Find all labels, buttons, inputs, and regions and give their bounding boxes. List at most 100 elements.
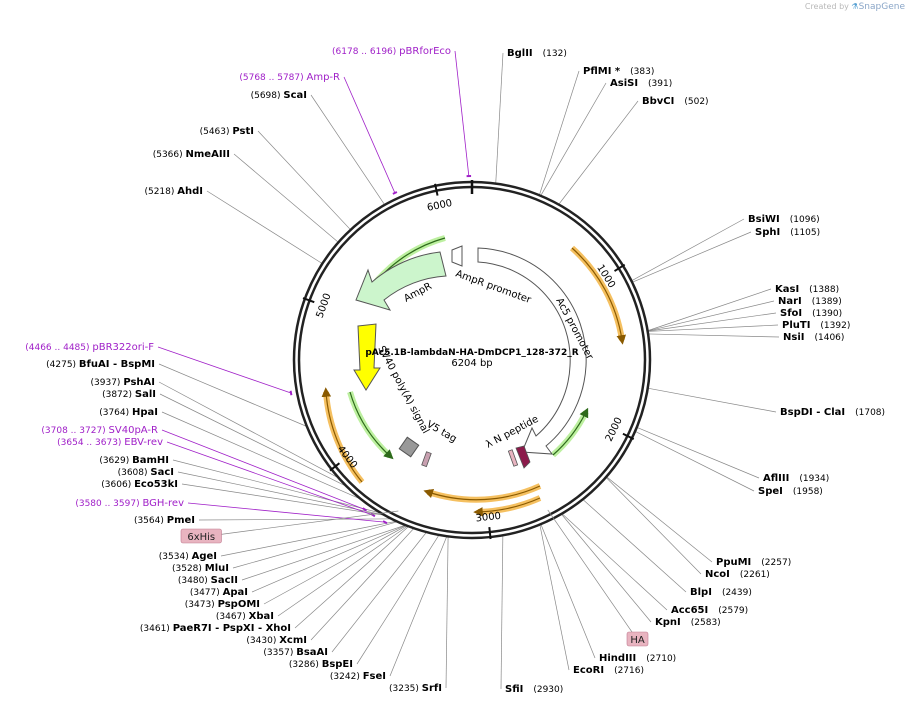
site-position: (1105) bbox=[790, 228, 820, 238]
site-leader-line bbox=[540, 82, 607, 196]
site-name: AhdI bbox=[177, 186, 203, 197]
site-name: NarI bbox=[778, 296, 802, 307]
restriction-site-label: SpeI(1958) bbox=[758, 486, 823, 497]
site-name: SfoI bbox=[780, 308, 802, 319]
primer-label: (3654 .. 3673) EBV-rev bbox=[57, 437, 163, 448]
site-leader-line bbox=[172, 459, 382, 514]
restriction-site-label: HindIII(2710) bbox=[599, 653, 676, 664]
restriction-site-label: (3467) XbaI bbox=[216, 611, 274, 622]
site-leader-line bbox=[158, 381, 339, 479]
site-leader-line bbox=[158, 363, 308, 427]
site-position: (2710) bbox=[646, 654, 676, 664]
site-name: MluI bbox=[205, 563, 229, 574]
primer-mark bbox=[392, 191, 398, 195]
site-name: SalI bbox=[135, 389, 156, 400]
primer-label: (3580 .. 3597) BGH-rev bbox=[75, 498, 184, 509]
site-leader-line bbox=[263, 525, 407, 605]
site-leader-line bbox=[277, 525, 408, 617]
site-leader-line bbox=[206, 190, 323, 264]
site-position: (2583) bbox=[691, 618, 721, 628]
site-leader-line bbox=[233, 153, 339, 243]
site-position: (2716) bbox=[614, 666, 644, 676]
site-position: (3477) bbox=[190, 588, 223, 598]
restriction-site-label: Acc65I(2579) bbox=[671, 605, 748, 616]
sv40-polya-feature bbox=[353, 323, 381, 391]
tick-mark bbox=[434, 183, 439, 196]
leader-lines bbox=[158, 52, 780, 690]
restriction-site-label: (3937) PshAI bbox=[91, 377, 155, 388]
restriction-site-label: PluTI(1392) bbox=[782, 320, 850, 331]
site-leader-line bbox=[389, 536, 448, 677]
tick-label: 4000 bbox=[335, 444, 359, 471]
restriction-site-label: (3286) BspEI bbox=[289, 659, 353, 670]
site-position: (5218) bbox=[144, 187, 177, 197]
site-position: (3235) bbox=[389, 684, 422, 694]
site-position: (3242) bbox=[330, 672, 363, 682]
restriction-site-label: (3357) BsaAI bbox=[263, 647, 328, 658]
site-position: (1406) bbox=[814, 333, 844, 343]
site-name: BsiWI bbox=[748, 214, 780, 225]
v5-tag-label: V5 tag bbox=[425, 419, 459, 445]
site-name: PmeI bbox=[167, 515, 195, 526]
site-name: ApaI bbox=[223, 587, 248, 598]
restriction-site-label: SfiI(2930) bbox=[505, 684, 563, 695]
site-leader-line bbox=[198, 518, 392, 521]
site-name: SacI bbox=[150, 467, 174, 478]
snapgene-logo-icon: ⚗ bbox=[851, 2, 859, 11]
site-leader-line bbox=[356, 534, 440, 665]
site-name: PluTI bbox=[782, 320, 810, 331]
site-leader-line bbox=[310, 94, 386, 206]
site-name: PshAI bbox=[123, 377, 155, 388]
restriction-site-label: (3608) SacI bbox=[118, 467, 174, 478]
site-position: (1708) bbox=[855, 408, 885, 418]
tick-mark bbox=[622, 432, 635, 440]
primer-position: (6178 .. 6196) bbox=[332, 47, 399, 57]
restriction-site-label: BsiWI(1096) bbox=[748, 214, 820, 225]
site-position: (3937) bbox=[91, 378, 124, 388]
site-name: XcmI bbox=[279, 635, 307, 646]
site-leader-line bbox=[251, 524, 407, 593]
site-position: (5366) bbox=[153, 150, 186, 160]
tick-mark bbox=[488, 527, 492, 540]
site-leader-line bbox=[495, 52, 504, 184]
restriction-site-label: NsiI (1406) bbox=[783, 332, 844, 343]
site-name: BamHI bbox=[132, 455, 169, 466]
restriction-site-label: PpuMI(2257) bbox=[716, 557, 791, 568]
primer-leader-line bbox=[157, 346, 292, 394]
site-name: SpeI bbox=[758, 486, 783, 497]
site-leader-line bbox=[294, 526, 409, 629]
site-name: NmeAIII bbox=[186, 149, 230, 160]
site-leader-line bbox=[540, 524, 596, 659]
tag-box bbox=[626, 631, 649, 647]
site-position: (1390) bbox=[812, 309, 842, 319]
site-position: (3467) bbox=[216, 612, 249, 622]
tick-label: 2000 bbox=[604, 416, 625, 444]
tick-label: 6000 bbox=[426, 198, 453, 214]
site-position: (3480) bbox=[178, 576, 211, 586]
site-name: NsiI bbox=[783, 332, 804, 343]
plasmid-size: 6204 bp bbox=[451, 358, 492, 369]
site-position: (2439) bbox=[722, 588, 752, 598]
restriction-site-label: (3764) HpaI bbox=[99, 407, 158, 418]
site-name: Acc65I bbox=[671, 605, 708, 616]
site-leader-line bbox=[606, 476, 713, 563]
primer-leader-line bbox=[187, 502, 386, 523]
site-name: BspEI bbox=[322, 659, 353, 670]
site-position: (2930) bbox=[533, 685, 563, 695]
restriction-site-label: (5366) NmeAIII bbox=[153, 149, 230, 160]
site-leader-line bbox=[538, 70, 580, 196]
site-leader-line bbox=[539, 524, 570, 671]
restriction-site-label: KpnI (2583) bbox=[655, 617, 721, 628]
site-leader-line bbox=[647, 288, 772, 332]
tag-leader-line bbox=[201, 510, 399, 538]
site-leader-line bbox=[241, 524, 406, 581]
site-name: KpnI bbox=[655, 617, 681, 628]
site-leader-line bbox=[232, 521, 398, 569]
site-name: EcoRI bbox=[573, 665, 604, 676]
orf-arc-bottom-1-core bbox=[423, 485, 541, 501]
site-name: PflMI * bbox=[583, 66, 621, 77]
plasmid-name: pAc5.1B-lambdaN-HA-DmDCP1_128-372_R bbox=[365, 348, 578, 358]
site-position: (3473) bbox=[185, 600, 218, 610]
site-name: BsaAI bbox=[296, 647, 328, 658]
